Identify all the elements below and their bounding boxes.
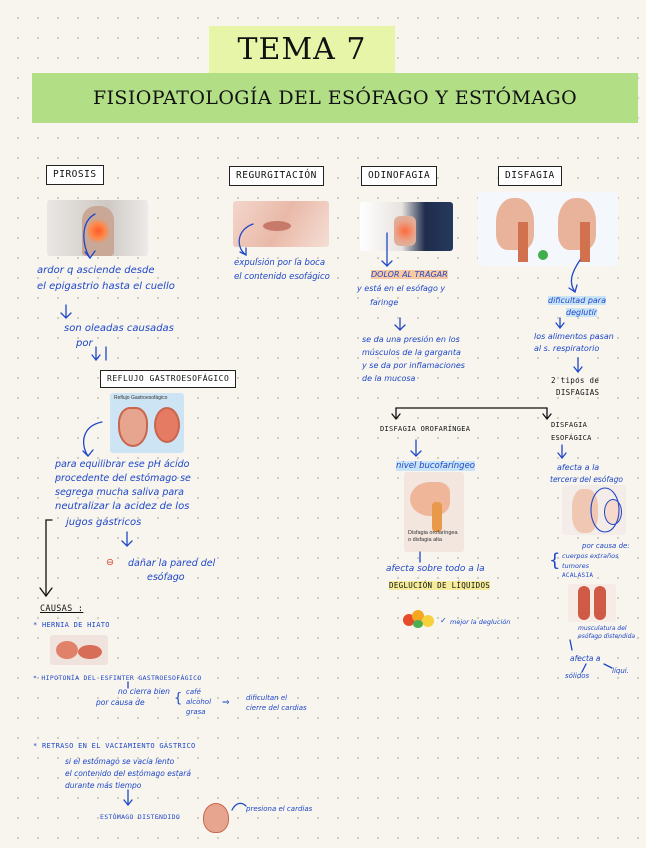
disfagia-hl-2: deglutir [566, 306, 598, 319]
heading-odinofagia: ODINOFAGIA [361, 166, 438, 186]
eso-note-2: esófago distendida [578, 633, 636, 640]
cause-2d-1: dificultan el [246, 694, 288, 702]
regurg-desc-2: el contenido esofágico [234, 272, 330, 282]
eso-note-1: musculatura del [578, 625, 627, 632]
eso-brace-icon: { [549, 550, 561, 571]
causes-title: CAUSAS : [40, 604, 84, 614]
oro-heading: DISFAGIA OROFARÍNGEA [380, 425, 471, 433]
cause-3b: el contenido del estómago estará [65, 769, 191, 778]
reflux-box: REFLUJO GASTROESOFÁGICO [100, 370, 237, 388]
cause-2c-1: alcohol [186, 698, 212, 706]
disfagia-desc-1: los alimentos pasan [534, 332, 614, 341]
check-icon: ✓ [440, 616, 447, 625]
cause-3a: si el estómago se vacía lento [65, 757, 175, 766]
pirosis-desc-1: ardor q asciende desde [37, 265, 155, 276]
oro-caption-2: o disfagia alta [408, 537, 442, 543]
pirosis-desc-2: el epigastrio hasta el cuello [37, 281, 175, 292]
pirosis-expl-1: para equilibrar ese pH ácido [55, 459, 190, 470]
oro-better: mejor la deglución [450, 618, 511, 626]
odino-desc-3: se da una presión en los [362, 335, 460, 344]
eso-heading-2: ESOFÁGICA [551, 434, 592, 442]
eso-cause: por causa de: [582, 542, 630, 550]
eso-heading-1: DISFAGIA [551, 421, 588, 429]
cause-2c-0: café [186, 688, 201, 696]
odinofagia-photo [360, 202, 453, 251]
cause-3c: durante más tiempo [65, 781, 142, 790]
disfagia-types-2: DISFAGIAS [556, 388, 600, 397]
pirosis-expl-4: neutralizar la acidez de los [55, 501, 190, 512]
disfagia-types-1: 2 tipos de [551, 376, 600, 385]
pirosis-expl-5: jugos gástricos [66, 517, 142, 528]
regurgitacion-photo [233, 201, 329, 247]
damage-text-2: esófago [147, 572, 185, 583]
page-subtitle: FISIOPATOLOGÍA DEL ESÓFAGO Y ESTÓMAGO [32, 73, 638, 123]
pirosis-expl-3: segrega mucha saliva para [55, 487, 184, 498]
odino-desc-6: de la mucosa [362, 374, 416, 383]
implies-icon: ⇒ [222, 698, 230, 708]
damage-text: dañar la pared del [128, 558, 216, 569]
reflux-diagram: Reflujo Gastroesofágico [110, 393, 184, 453]
pirosis-sub-1: son oleadas causadas [64, 323, 174, 334]
stomach-icon [203, 803, 229, 833]
disfagia-hl-2-text: deglutir [566, 308, 598, 317]
heading-pirosis: PIROSIS [46, 165, 104, 185]
eso-cause-0: cuerpos extraños [562, 552, 619, 560]
regurg-desc-1: expulsión por la boca [234, 258, 326, 268]
oro-caption-1: Disfagia orofaríngea [408, 530, 458, 536]
oro-hl: DEGLUCIÓN DE LÍQUIDOS [389, 580, 491, 591]
eso-affects-2: tercera del esófago [550, 475, 623, 484]
eso-food-2: sólidos [565, 672, 590, 680]
eso-cause-1: tumores [562, 562, 590, 570]
oro-hl-text: DEGLUCIÓN DE LÍQUIDOS [389, 581, 491, 590]
eso-food-1: afecta a [570, 654, 601, 663]
page-title: TEMA 7 [209, 26, 395, 74]
cause-2c-2: grasa [186, 708, 206, 716]
cause-3d: ESTÓMAGO DISTENDIDO [100, 813, 181, 821]
cause-1: * HERNIA DE HIATO [33, 621, 110, 629]
odino-hl-1: DOLOR AL TRAGAR [371, 268, 448, 281]
pirosis-photo [47, 200, 148, 256]
odino-desc-5: y se da por inflamaciones [362, 361, 465, 370]
cause-2a: no cierra bien [118, 687, 170, 696]
reflux-diagram-caption: Reflujo Gastroesofágico [114, 395, 168, 401]
pirosis-expl-2: procedente del estómago se [55, 473, 191, 484]
disfagia-hl-1: dificultad para [548, 294, 606, 307]
hernia-diagram [50, 635, 108, 665]
disfagia-desc-2: al s. respiratorio [534, 344, 600, 353]
brace-icon: { [174, 691, 183, 706]
cause-2b: por causa de [96, 698, 145, 707]
odino-desc-2: faringe [370, 298, 399, 307]
pirosis-sub-2: por [76, 338, 93, 349]
oro-diagram: Disfagia orofaríngea o disfagia alta [404, 472, 464, 552]
disfagia-diagram [478, 192, 618, 266]
eso-food-3: líqui. [612, 667, 629, 675]
cause-2: * HIPOTONÍA DEL ESFINTER GASTROESOFÁGICO [33, 674, 202, 682]
cause-2d-2: cierre del cardias [246, 704, 307, 712]
oro-affects: afecta sobre todo a la [386, 564, 485, 574]
cause-3e: presiona el cardias [246, 805, 313, 813]
fruits-icon [403, 608, 437, 630]
odino-desc-1: y está en el esófago y [357, 284, 446, 293]
heading-disfagia: DISFAGIA [498, 166, 562, 186]
cause-3: * RETRASO EN EL VACIAMIENTO GÁSTRICO [33, 742, 196, 750]
acalasia-diagram [568, 584, 616, 622]
odino-hl-1-text: DOLOR AL TRAGAR [371, 270, 448, 279]
odino-desc-4: músculos de la garganta [362, 348, 461, 357]
oro-level: nivel bucofaríngeo [396, 460, 475, 473]
minus-icon: ⊖ [106, 557, 114, 568]
eso-affects-1: afecta a la [557, 463, 600, 472]
heading-regurgitacion: REGURGITACIÓN [229, 166, 324, 186]
eso-cause-2: ACALASIA [562, 572, 594, 579]
oro-level-text: nivel bucofaríngeo [396, 461, 475, 471]
eso-body-diagram [562, 485, 626, 535]
disfagia-hl-1-text: dificultad para [548, 296, 606, 305]
